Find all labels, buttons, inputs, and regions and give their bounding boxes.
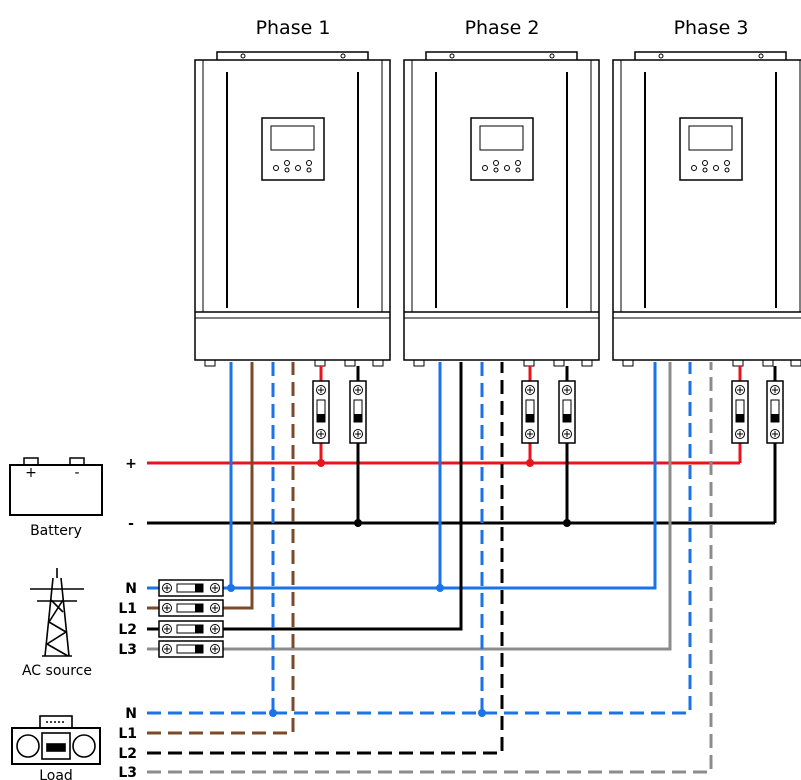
battery-icon: + -: [9, 457, 103, 516]
battery-label: Battery: [30, 523, 82, 539]
load-n-label: N: [125, 706, 137, 722]
dc-breaker-phase-2-neg: [558, 380, 576, 444]
ac-input-l1-wire: [147, 362, 254, 610]
ac-breaker-n: [158, 579, 224, 597]
dc-breaker-phase-2-pos: [521, 380, 539, 444]
ac-source-n-label: N: [125, 581, 137, 597]
ac-input-neutral-wire: [147, 362, 657, 590]
inverter-units: [194, 51, 801, 367]
ac-source-l3-label: L3: [118, 642, 137, 658]
load-l1-wire: [147, 362, 295, 735]
dc-breaker-phase-1-pos: [312, 380, 330, 444]
inverter-phase-2: [403, 51, 600, 367]
ac-breaker-l2: [158, 620, 224, 638]
radio-load-icon: [11, 715, 101, 765]
battery-pos-terminal: +: [25, 465, 37, 481]
ac-input-wiring: [147, 362, 672, 658]
load-neutral-wire: [147, 362, 692, 715]
battery-dc-wiring: [147, 366, 784, 527]
load-l1-label: L1: [118, 726, 137, 742]
ac-breaker-l1: [158, 599, 224, 617]
dc-breaker-phase-3-pos: [731, 380, 749, 444]
ac-source-label: AC source: [22, 663, 92, 679]
ac-source-l1-label: L1: [118, 601, 137, 617]
inverter-phase-3: [612, 51, 801, 367]
battery-negative-label: -: [128, 516, 134, 532]
load-l3-label: L3: [118, 765, 137, 780]
ac-source-l2-label: L2: [118, 622, 137, 638]
dc-breaker-phase-3-neg: [766, 380, 784, 444]
phase-3-title: Phase 3: [674, 17, 749, 39]
battery-neg-terminal: -: [74, 465, 79, 481]
ac-breaker-l3: [158, 640, 224, 658]
battery-positive-label: +: [125, 456, 137, 472]
dc-breaker-phase-1-neg: [349, 380, 367, 444]
phase-2-title: Phase 2: [465, 17, 540, 39]
phase-1-title: Phase 1: [256, 17, 331, 39]
ac-output-wiring: [147, 362, 713, 774]
transmission-tower-icon: [30, 568, 84, 657]
load-l2-label: L2: [118, 746, 137, 762]
load-label: Load: [39, 768, 73, 780]
ac-input-l3-wire: [147, 362, 672, 651]
inverter-phase-1: [194, 51, 391, 367]
ac-input-l2-wire: [147, 362, 463, 631]
load-l2-wire: [147, 362, 504, 755]
